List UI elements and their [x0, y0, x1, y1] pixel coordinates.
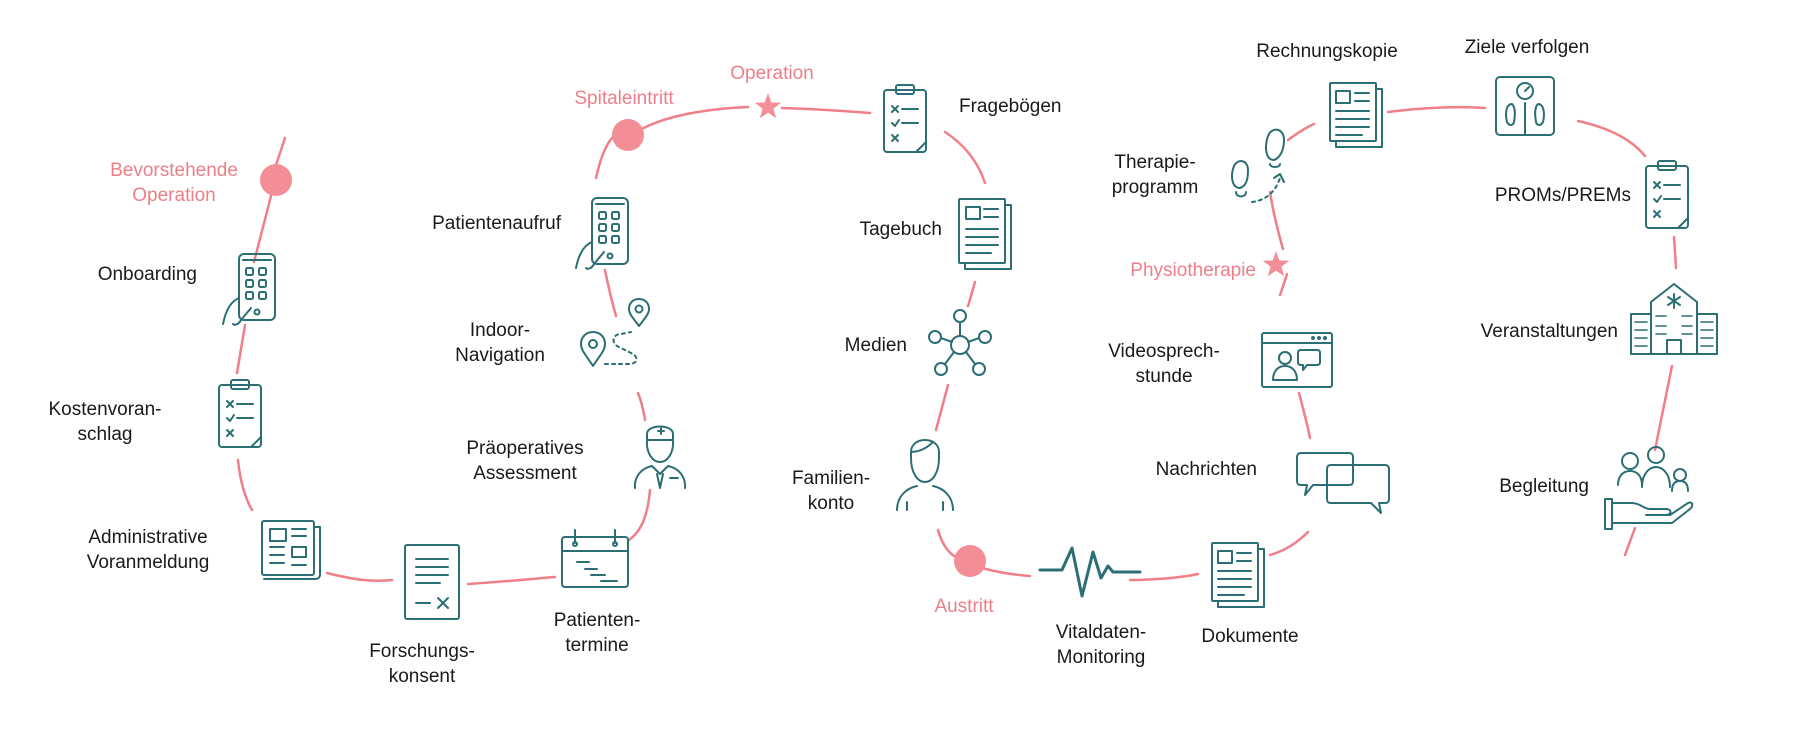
path-segment — [603, 268, 618, 318]
path-segment — [466, 575, 557, 586]
milestone-label-bevorstehende-operation: Bevorstehende Operation — [110, 160, 238, 206]
family-care-icon — [1604, 446, 1694, 530]
milestone-label-spitaleintritt: Spitaleintritt — [574, 88, 674, 109]
step-label-frageboegen: Fragebögen — [959, 96, 1062, 117]
path-segment — [943, 130, 987, 185]
path-segment — [1268, 190, 1285, 251]
step-label-veranstaltungen: Veranstaltungen — [1480, 321, 1618, 342]
calendar-icon — [561, 529, 629, 588]
path-segment — [1672, 235, 1678, 270]
hospital-icon — [1630, 283, 1718, 355]
step-label-administrative-voranmeldung: Administrative Voranmeldung — [86, 527, 210, 573]
phone-hand-icon — [222, 253, 276, 326]
milestone-dot-austritt — [954, 545, 986, 577]
step-label-familienkonto: Familien- konto — [791, 468, 871, 514]
nurse-icon — [633, 425, 687, 489]
path-segment — [236, 458, 254, 512]
path-segment — [980, 566, 1032, 578]
milestone-dot-bevorstehende-operation — [260, 164, 292, 196]
path-segment — [780, 106, 872, 115]
path-segment — [274, 136, 287, 167]
footsteps-icon — [1231, 128, 1285, 203]
milestone-markers — [260, 93, 1290, 577]
milestone-star-operation — [754, 93, 782, 119]
path-segment — [325, 571, 394, 582]
path-segment — [966, 280, 977, 308]
path-segment — [934, 383, 950, 432]
path-segment — [252, 194, 273, 264]
path-segment — [1297, 391, 1312, 440]
step-label-begleitung: Begleitung — [1499, 476, 1589, 497]
step-label-patiententermine: Patienten- termine — [553, 610, 641, 656]
path-segment — [235, 323, 247, 375]
milestone-star-physiotherapie — [1262, 251, 1290, 277]
step-label-proms-prems: PROMs/PREMs — [1494, 185, 1631, 206]
path-segment — [638, 105, 750, 132]
path-segment — [1286, 122, 1316, 142]
heartbeat-icon — [1038, 546, 1142, 598]
newspaper-icon — [261, 520, 321, 580]
milestone-dot-spitaleintritt — [612, 119, 644, 151]
person-icon — [896, 439, 954, 511]
path-segment — [1278, 272, 1289, 297]
clipboard-icon — [218, 379, 262, 448]
step-label-videosprechstunde: Videosprech- stunde — [1108, 341, 1220, 387]
step-label-kostenvoranschlag: Kostenvoran- schlag — [48, 399, 162, 445]
route-pins-icon — [580, 298, 650, 367]
chat-bubbles-icon — [1296, 452, 1390, 514]
step-label-patientenaufruf: Patientenaufruf — [432, 213, 561, 234]
path-segment — [1386, 105, 1487, 114]
clipboard-icon — [883, 84, 927, 153]
milestone-label-austritt: Austritt — [934, 596, 994, 617]
path-segment — [1128, 572, 1200, 582]
path-segment — [627, 488, 652, 542]
path-segment — [1576, 119, 1647, 158]
milestone-label-operation: Operation — [730, 63, 814, 84]
step-label-onboarding: Onboarding — [97, 264, 197, 285]
path-segment — [936, 528, 960, 560]
documents-icon — [1211, 542, 1265, 608]
path-segment — [594, 135, 615, 180]
step-label-vitaldaten-monitoring: Vitaldaten- Monitoring — [1055, 622, 1147, 668]
phone-hand-icon — [575, 197, 629, 270]
journey-path — [235, 105, 1678, 586]
documents-icon — [1329, 82, 1383, 148]
step-label-tagebuch: Tagebuch — [859, 219, 942, 240]
path-segment — [1268, 530, 1310, 557]
step-label-dokumente: Dokumente — [1201, 626, 1299, 647]
step-label-ziele-verfolgen: Ziele verfolgen — [1464, 37, 1590, 58]
contract-icon — [404, 544, 460, 620]
step-label-indoor-navigation: Indoor- Navigation — [455, 320, 545, 366]
path-segment — [636, 391, 647, 422]
scale-icon — [1495, 76, 1555, 136]
step-label-rechnungskopie: Rechnungskopie — [1256, 41, 1398, 62]
step-label-therapieprogramm: Therapie- programm — [1111, 152, 1199, 198]
step-label-nachrichten: Nachrichten — [1155, 459, 1257, 480]
document-icon — [958, 198, 1012, 270]
path-segment — [1653, 364, 1674, 452]
path-segment — [1623, 526, 1637, 557]
clipboard-icon — [1645, 160, 1689, 229]
network-icon — [928, 309, 992, 376]
step-label-praeoperatives-assessment: Präoperatives Assessment — [466, 438, 584, 484]
step-label-forschungskonsent: Forschungs- konsent — [369, 641, 475, 687]
milestone-label-physiotherapie: Physiotherapie — [1130, 260, 1256, 281]
video-call-icon — [1261, 332, 1333, 388]
step-label-medien: Medien — [844, 335, 907, 356]
